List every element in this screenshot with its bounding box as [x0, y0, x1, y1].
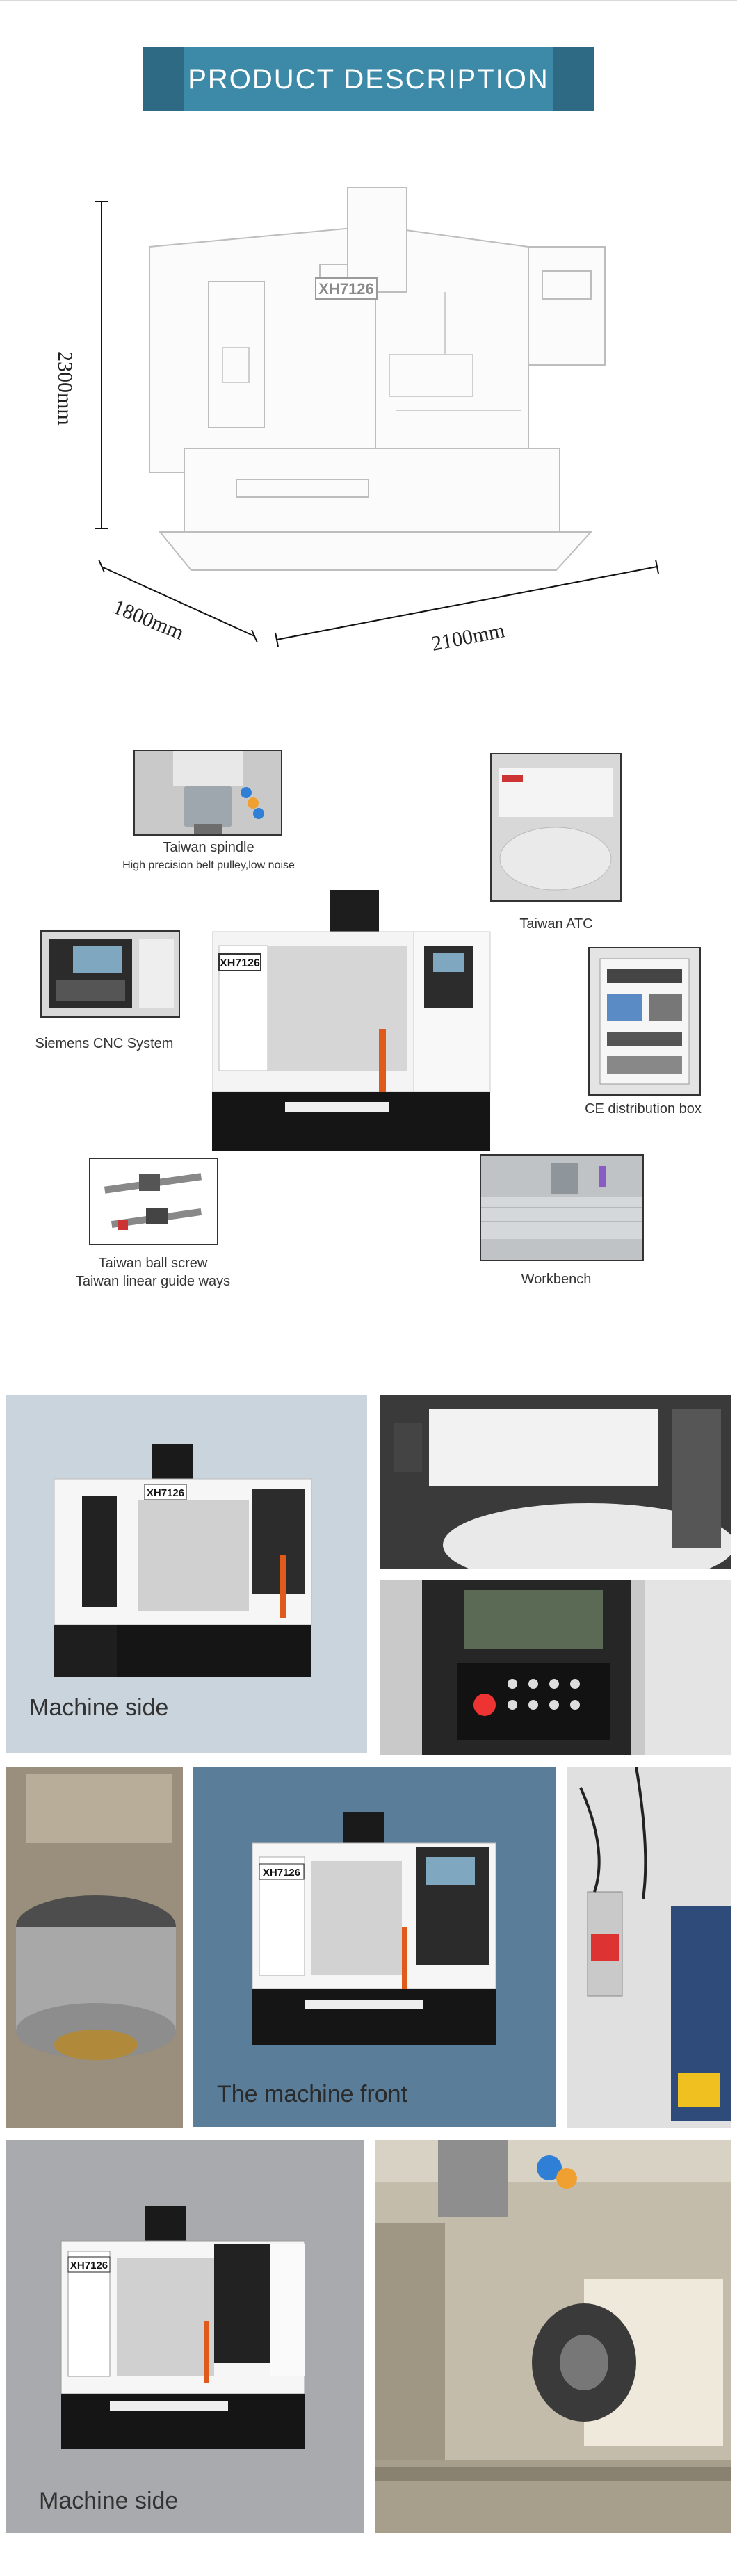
drawing-model-label: XH7126 [318, 280, 374, 298]
photo-machine-front: XH7126 The machine front [193, 1767, 556, 2127]
machine-front-label: The machine front [217, 2081, 408, 2107]
cnc-image [42, 932, 179, 1016]
ball-screw-thumbnail [89, 1158, 218, 1245]
center-machine-image: XH7126 [211, 890, 491, 1151]
front-model-label: XH7126 [263, 1867, 300, 1879]
spindle-subtitle: High precision belt pulley,low noise [122, 859, 295, 871]
machine-side-photo-1: XH7126 [54, 1444, 312, 1677]
spindle-title: Taiwan spindle [163, 840, 254, 855]
photo-machine-side-1: XH7126 Machine side [6, 1395, 367, 1753]
workbench-image [481, 1156, 642, 1260]
ce-box-thumbnail [588, 947, 701, 1096]
photo-machine-side-2: XH7126 Machine side [6, 2140, 364, 2533]
photo-electrical [567, 1767, 731, 2128]
cnc-caption: Siemens CNC System [35, 1036, 174, 1051]
workbench-caption: Workbench [521, 1272, 592, 1287]
center-model-label: XH7126 [220, 957, 260, 969]
top-divider [0, 0, 737, 1]
ball-screw-title: Taiwan ball screw [98, 1256, 208, 1271]
photo-spindle-closeup [6, 1767, 183, 2128]
spindle-image [135, 751, 281, 834]
height-dimension-label: 2300mm [54, 351, 76, 426]
photo-atc-closeup [380, 1395, 731, 1569]
spindle-thumbnail [133, 750, 282, 836]
machine-side-photo-2: XH7126 [60, 2206, 305, 2449]
banner-title: PRODUCT DESCRIPTION [184, 47, 553, 111]
control-panel-photo [380, 1580, 731, 1755]
atc-closeup-photo [380, 1395, 731, 1569]
side1-model-label: XH7126 [147, 1487, 184, 1499]
banner-left-tab [143, 47, 191, 111]
atc-thumbnail [490, 753, 622, 902]
photo-control-panel [380, 1580, 731, 1755]
ball-screw-subtitle: Taiwan linear guide ways [75, 1274, 231, 1289]
machine-line-drawing: XH7126 [95, 187, 659, 647]
electrical-photo [567, 1767, 731, 2128]
dimension-drawing: XH7126 2300mm 1800mm 2100mm [42, 181, 667, 688]
ce-box-caption: CE distribution box [585, 1101, 702, 1117]
section-banner: PRODUCT DESCRIPTION [143, 47, 594, 111]
center-machine: XH7126 [211, 890, 504, 1154]
photo-rotary-table [375, 2140, 731, 2533]
workbench-thumbnail [480, 1154, 644, 1261]
ce-box-image [590, 948, 699, 1094]
ball-screw-caption: Taiwan ball screw Taiwan linear guide wa… [63, 1254, 243, 1290]
machine-side-label-1: Machine side [29, 1694, 169, 1721]
spindle-caption: Taiwan spindle High precision belt pulle… [111, 839, 306, 875]
side2-model-label: XH7126 [70, 2260, 108, 2271]
banner-right-tab [546, 47, 594, 111]
cnc-thumbnail [40, 930, 180, 1018]
spindle-closeup-photo [6, 1767, 183, 2128]
machine-side-label-2: Machine side [39, 2488, 179, 2514]
ball-screw-image [90, 1159, 217, 1244]
atc-caption: Taiwan ATC [519, 916, 593, 932]
rotary-table-photo [375, 2140, 731, 2533]
machine-front-photo: XH7126 [252, 1812, 496, 2045]
atc-image [492, 754, 620, 900]
